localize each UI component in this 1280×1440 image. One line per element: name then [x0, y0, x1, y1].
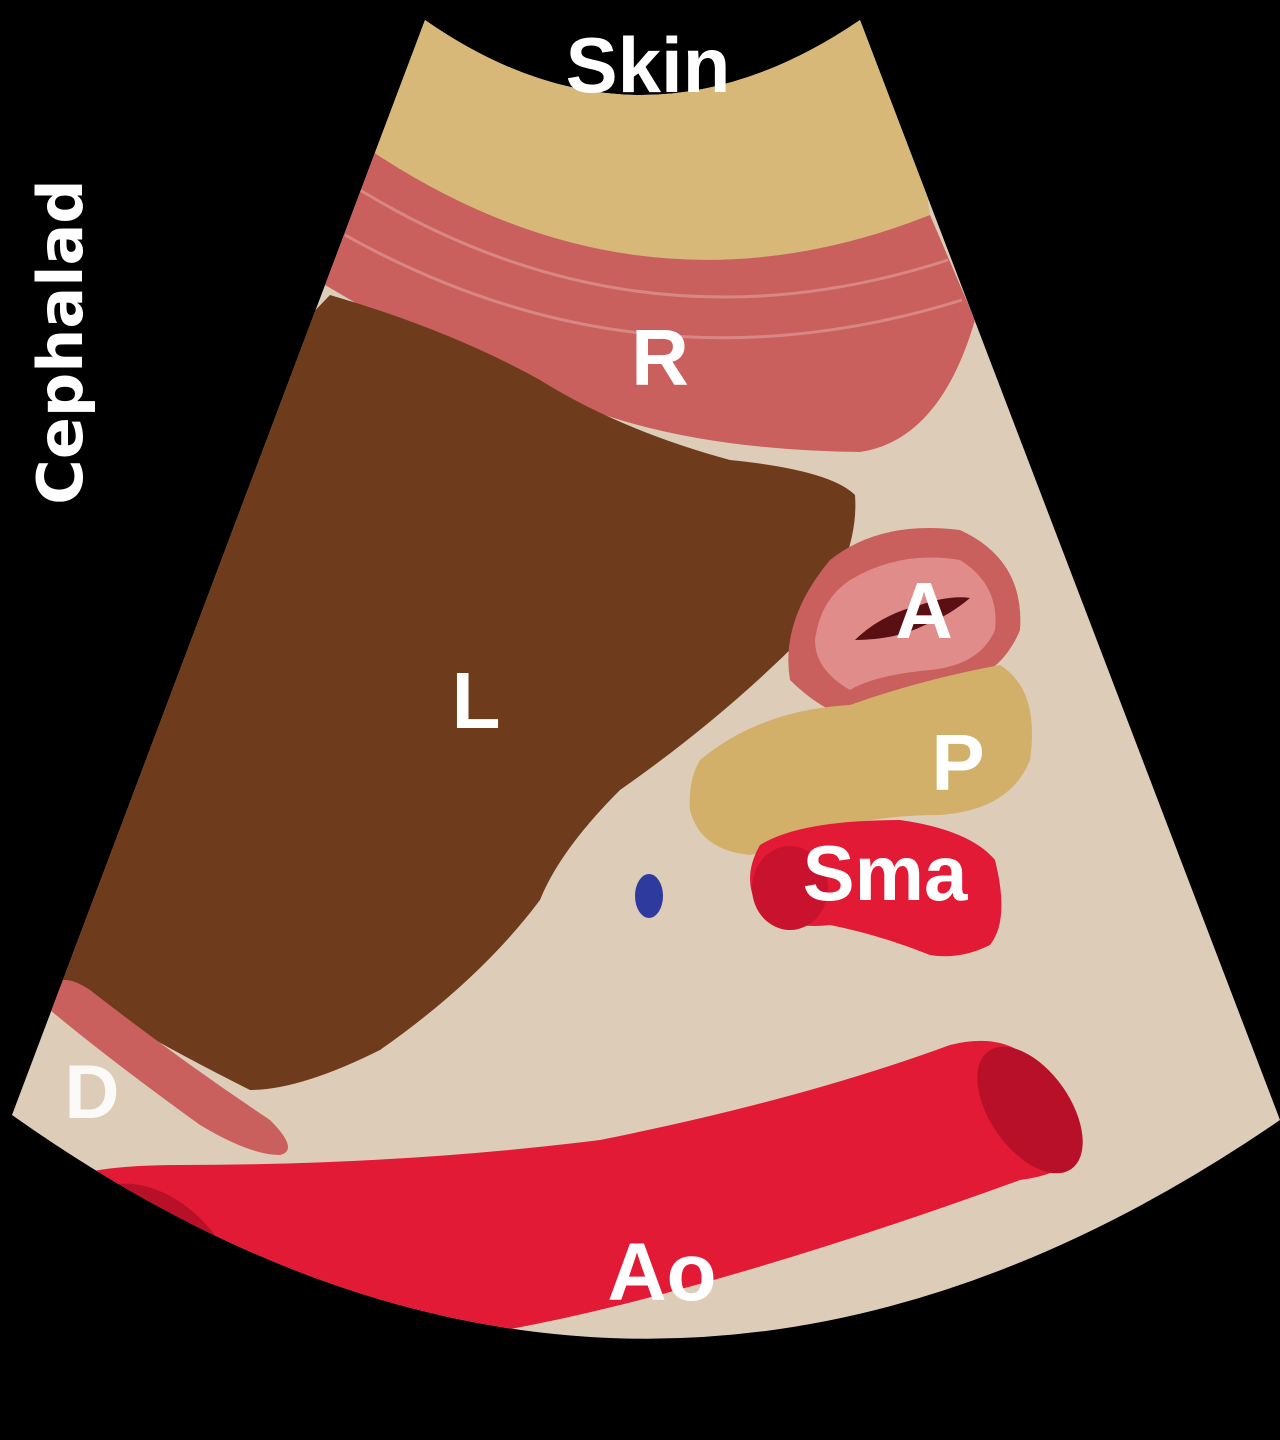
label-aorta: Ao — [607, 1227, 716, 1318]
vessel-dot — [635, 874, 663, 918]
label-skin: Skin — [566, 21, 731, 109]
label-rectus: R — [631, 313, 689, 402]
label-pancreas: P — [931, 718, 984, 807]
label-liver: L — [452, 656, 501, 745]
label-orientation: Cephalad — [24, 179, 97, 504]
label-sma: Sma — [803, 829, 968, 917]
label-antrum: A — [895, 566, 953, 655]
label-diaphragm: D — [65, 1050, 120, 1135]
